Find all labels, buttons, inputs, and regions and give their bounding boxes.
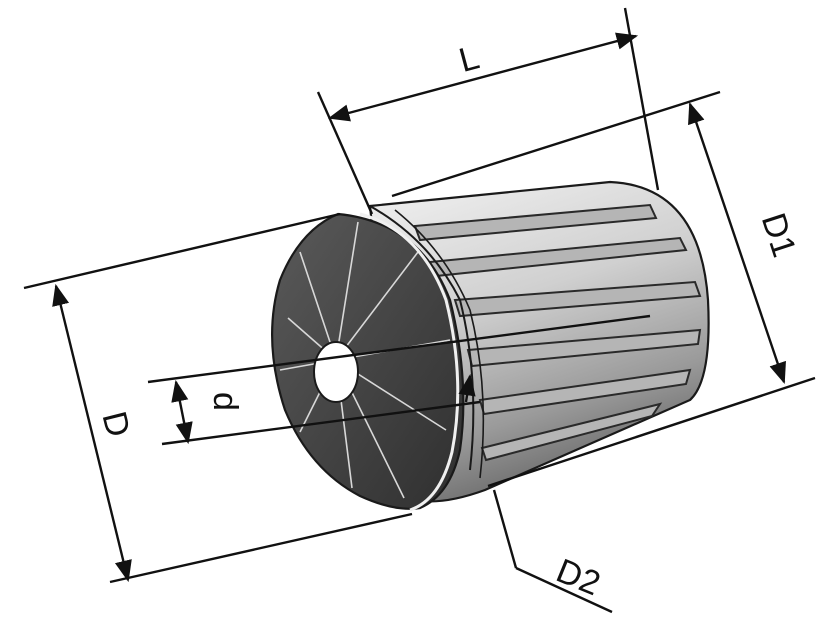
label-D1: D1 [754, 209, 804, 262]
bore-lower-line [161, 400, 481, 446]
bore-hole [313, 341, 359, 403]
label-D2: D2 [551, 552, 606, 604]
label-L: L [455, 38, 483, 80]
dim-d: d [171, 379, 244, 445]
label-d: d [206, 392, 244, 411]
label-D: D [94, 408, 137, 441]
center-axis [147, 314, 651, 384]
